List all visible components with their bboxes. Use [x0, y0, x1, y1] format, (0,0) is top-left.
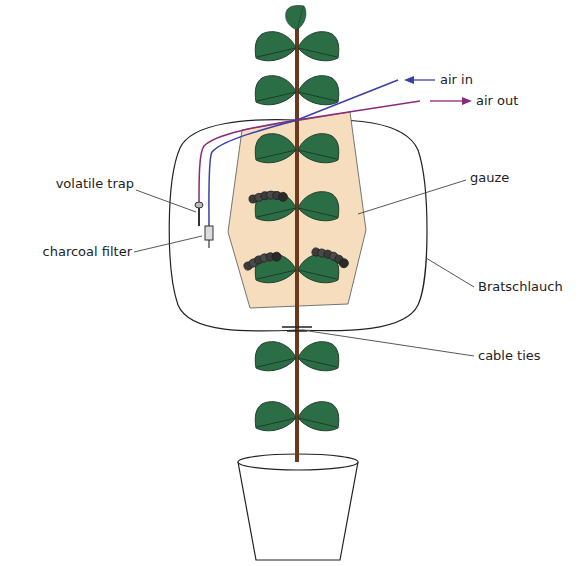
- charcoal-filter: [205, 226, 213, 240]
- arrowhead: [462, 97, 472, 105]
- plant-stem: [295, 440, 299, 462]
- plant-pot: [238, 462, 358, 560]
- trap-tube: [199, 120, 297, 202]
- callout-label: cable ties: [478, 348, 541, 364]
- air-in-arrow: [412, 79, 435, 80]
- leader-lines: [134, 180, 474, 356]
- callout-label: Bratschlauch: [478, 279, 563, 295]
- lower-leaves: [255, 342, 339, 431]
- callout-label: air in: [440, 72, 473, 88]
- callout-label: volatile trap: [56, 176, 134, 192]
- air-out-tube: [297, 101, 420, 120]
- volatile-trap: [198, 208, 200, 226]
- volatile-trap: [195, 202, 203, 208]
- filter-tube: [209, 120, 297, 226]
- callout-label: gauze: [470, 170, 509, 186]
- callout-label: air out: [476, 93, 518, 109]
- upper-leaves: [255, 6, 339, 105]
- callout-label: charcoal filter: [43, 244, 132, 260]
- air-in-tube: [297, 80, 398, 120]
- arrowhead: [404, 76, 414, 84]
- caterpillars: [242, 189, 350, 272]
- air-out-arrow: [430, 100, 462, 101]
- plant-stem: [295, 18, 299, 462]
- charcoal-filter: [208, 240, 209, 248]
